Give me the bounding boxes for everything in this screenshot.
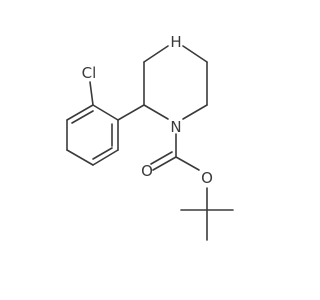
piperazine-ring [143, 45, 208, 120]
bond-c2-aryl [117, 104, 145, 121]
molecule-diagram: H N Cl O O [0, 0, 300, 300]
bond-c-o-double-2 [150, 151, 173, 165]
bond-c5-nh [182, 45, 208, 63]
chlorophenyl-ring [66, 81, 145, 166]
background [0, 0, 300, 300]
atom-n-label: N [170, 118, 181, 136]
bond-aryl-4 [66, 149, 94, 166]
bond-n1-c6 [182, 104, 208, 120]
atom-o-carbonyl-label: O [141, 162, 153, 180]
double-bond-inner-1 [71, 110, 94, 124]
double-bond-inner-2 [92, 147, 113, 160]
boc-group [150, 133, 234, 241]
atom-cl-label: Cl [82, 64, 97, 82]
atom-nh-label: H [170, 33, 181, 51]
bond-nh-c3 [143, 45, 169, 63]
bond-c-o-ester [175, 156, 200, 171]
bond-aryl-2 [66, 104, 94, 121]
bond-c-o-double-1 [152, 156, 177, 171]
atom-o-ester-label: O [201, 169, 213, 187]
bond-aryl-5 [92, 149, 119, 166]
bond-c2-n1 [143, 104, 169, 120]
bond-aryl-1 [92, 104, 119, 121]
bond-c-cl [89, 81, 94, 106]
